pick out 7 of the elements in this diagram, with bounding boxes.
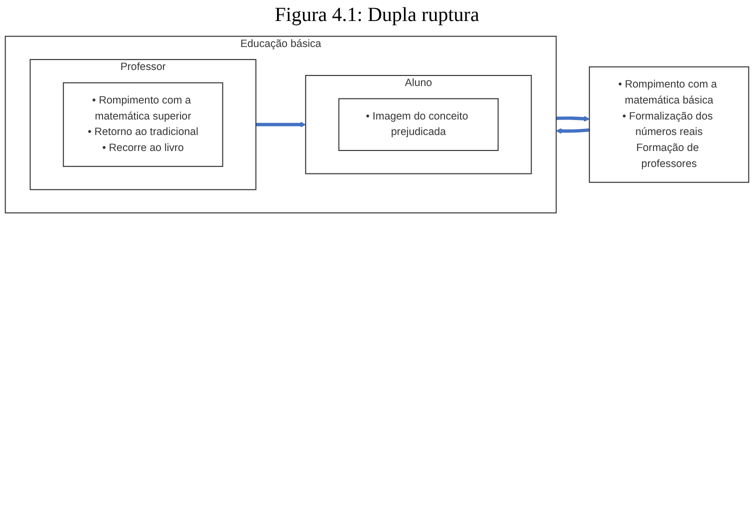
arrow [556,128,590,134]
figure-title: Figura 4.1: Dupla ruptura [274,4,480,27]
node-box: • Rompimento com a matemática superior • Retorno ao tradicional • Recorre ao livro [62,82,224,167]
arrow [556,116,590,122]
node-box: • Imagem do conceito prejudicada [338,98,499,151]
arrow [256,122,306,128]
node-box: • Rompimento com a matemática básica • Formalização dos números reais Formação de professores [588,66,750,183]
